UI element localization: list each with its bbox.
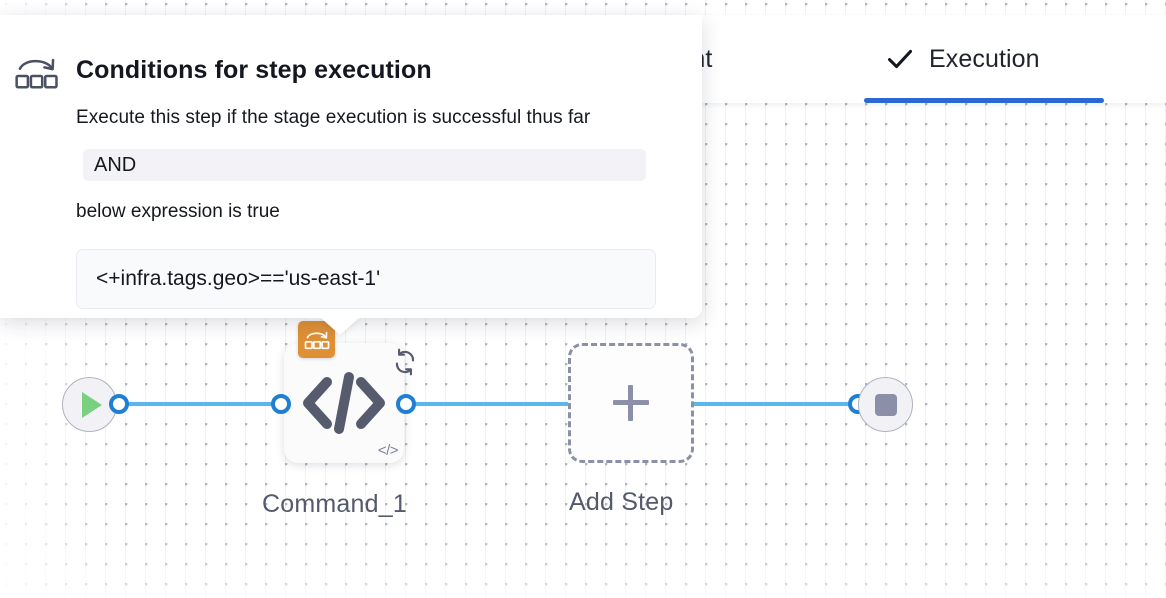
add-step-label: Add Step xyxy=(569,488,674,516)
stop-icon xyxy=(874,393,897,416)
port-start-output[interactable] xyxy=(109,394,129,414)
tooltip-subtext: below expression is true xyxy=(76,201,280,222)
tab-execution-label: Execution xyxy=(929,44,1040,73)
edge-step-to-addstep xyxy=(395,402,670,406)
add-step-button[interactable] xyxy=(568,343,694,463)
tab-execution[interactable]: Execution xyxy=(886,15,1040,103)
code-icon xyxy=(284,343,404,463)
shell-script-icon xyxy=(14,53,59,91)
edge-addstep-to-end xyxy=(625,402,875,406)
step-label-command-1: Command_1 xyxy=(262,490,407,518)
tab-execution-active-underline xyxy=(864,98,1104,103)
plus-icon xyxy=(613,385,649,421)
port-step-output[interactable] xyxy=(396,394,416,414)
start-node[interactable] xyxy=(62,377,117,432)
port-step-input[interactable] xyxy=(271,394,291,414)
tooltip-arrow xyxy=(320,317,360,335)
conditional-execution-tooltip: Conditions for step execution Execute th… xyxy=(0,15,702,318)
step-node-command-1[interactable]: </> xyxy=(284,321,415,463)
step-type-mini-icon: </> xyxy=(377,442,399,459)
end-node[interactable] xyxy=(858,377,913,432)
play-icon xyxy=(82,391,102,418)
tooltip-description: Execute this step if the stage execution… xyxy=(76,107,591,128)
condition-operator-field[interactable]: AND xyxy=(83,149,646,181)
looping-strategy-icon[interactable] xyxy=(389,346,421,378)
tooltip-title: Conditions for step execution xyxy=(76,56,432,84)
condition-expression-field[interactable]: <+infra.tags.geo>=='us-east-1' xyxy=(76,249,656,309)
edge-start-to-step xyxy=(108,402,308,406)
check-icon xyxy=(886,45,914,73)
